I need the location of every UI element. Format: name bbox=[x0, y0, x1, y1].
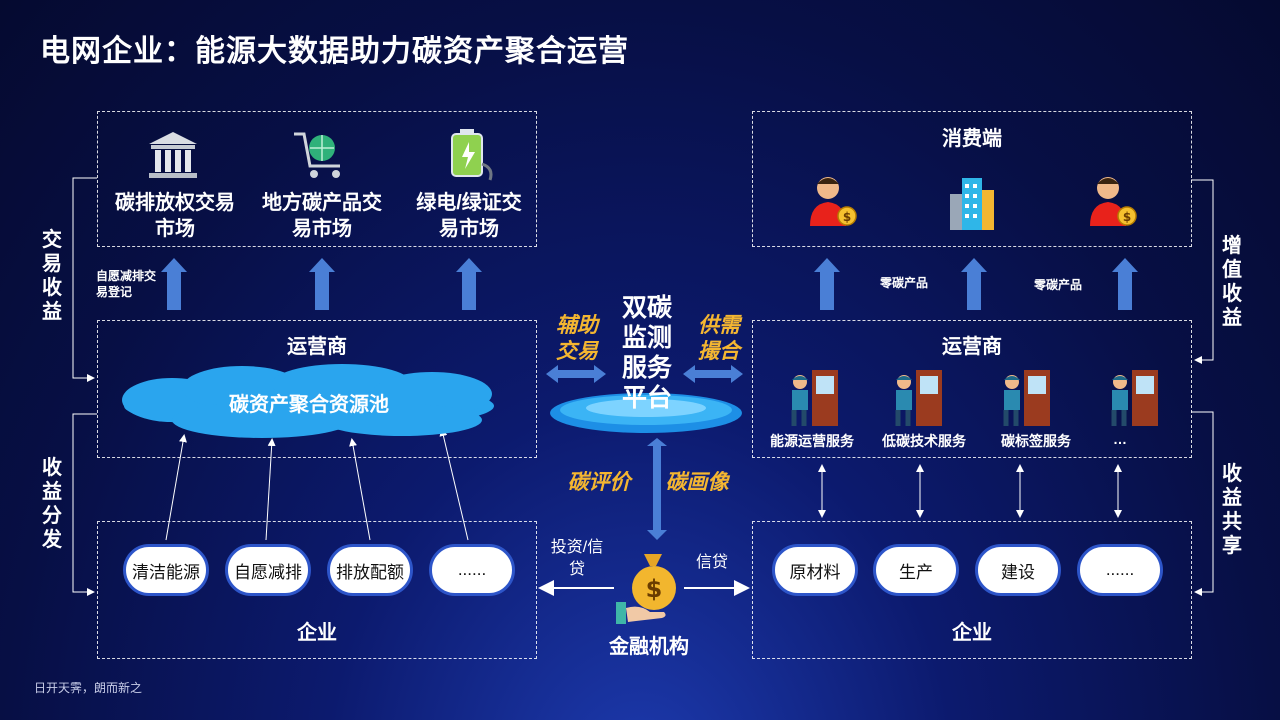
bank-icon bbox=[149, 132, 197, 178]
right-enterprise-title: 企业 bbox=[952, 622, 992, 644]
svg-text:$: $ bbox=[646, 575, 663, 603]
right-consumer-box bbox=[752, 111, 1192, 247]
platform-title: 双碳监测服务平台 bbox=[621, 294, 672, 412]
credit-label: 信贷 bbox=[695, 554, 728, 571]
assist-trade-label: 辅助交易 bbox=[556, 314, 598, 363]
resource-pool-label: 碳资产聚合资源池 bbox=[229, 394, 389, 416]
right-operator-title: 运营商 bbox=[942, 336, 1002, 358]
item-emission-quota: 排放配额 bbox=[327, 544, 413, 596]
resource-pool-cloud bbox=[122, 364, 494, 438]
footer-slogan: 日开天霁，朗而新之 bbox=[34, 681, 143, 695]
side-label-value-added-revenue: 增值收益 bbox=[1222, 235, 1242, 329]
item-more-left: ...... bbox=[429, 544, 515, 596]
right-operator-box bbox=[752, 320, 1192, 458]
market-label-green-power: 绿电/绿证交易市场 bbox=[416, 192, 522, 240]
item-production: 生产 bbox=[873, 544, 959, 596]
person-coin-icon: $ bbox=[1090, 177, 1137, 226]
item-raw-materials: 原材料 bbox=[772, 544, 858, 596]
side-label-trade-revenue: 交易收益 bbox=[42, 229, 62, 323]
service-low-carbon-tech: 低碳技术服务 bbox=[882, 433, 966, 449]
service-carbon-label: 碳标签服务 bbox=[1001, 433, 1071, 449]
carbon-evaluation-label: 碳评价 bbox=[567, 471, 631, 494]
money-bag-hand-icon: $ bbox=[616, 554, 676, 624]
shopping-cart-globe-icon bbox=[294, 132, 340, 178]
service-door-icon bbox=[1111, 370, 1158, 426]
person-coin-icon: $ bbox=[810, 177, 857, 226]
svg-text:$: $ bbox=[1123, 210, 1131, 224]
zero-carbon-note-1: 零碳产品 bbox=[880, 276, 929, 290]
left-operator-title: 运营商 bbox=[287, 336, 347, 358]
left-enterprise-title: 企业 bbox=[297, 622, 337, 644]
zero-carbon-note-2: 零碳产品 bbox=[1034, 278, 1083, 292]
market-label-local-carbon: 地方碳产品交易市场 bbox=[262, 192, 382, 240]
consumer-title: 消费端 bbox=[942, 128, 1002, 150]
svg-text:$: $ bbox=[843, 210, 851, 224]
finance-institution-label: 金融机构 bbox=[609, 636, 689, 658]
service-more: … bbox=[1113, 431, 1127, 447]
service-door-icon bbox=[1003, 370, 1050, 426]
green-battery-plug-icon bbox=[451, 129, 493, 181]
platform-disc bbox=[550, 393, 742, 433]
carbon-profile-label: 碳画像 bbox=[665, 471, 729, 494]
service-energy-operation: 能源运营服务 bbox=[770, 433, 854, 449]
market-label-carbon-emission: 碳排放权交易市场 bbox=[115, 192, 235, 240]
supply-demand-label: 供需撮合 bbox=[698, 314, 740, 363]
side-label-revenue-sharing: 收益共享 bbox=[1222, 463, 1242, 557]
invest-credit-label: 投资/信贷 bbox=[550, 539, 604, 578]
left-enterprise-box bbox=[97, 521, 537, 659]
side-label-revenue-distribution: 收益分发 bbox=[42, 457, 62, 551]
left-operator-box bbox=[97, 320, 537, 458]
item-voluntary-reduction: 自愿减排 bbox=[225, 544, 311, 596]
left-markets-box bbox=[97, 111, 537, 247]
item-construction: 建设 bbox=[975, 544, 1061, 596]
building-icon bbox=[950, 178, 994, 230]
page-title: 电网企业：能源大数据助力碳资产聚合运营 bbox=[40, 35, 629, 68]
voluntary-reduction-note: 自愿减排交易登记 bbox=[96, 269, 157, 299]
item-clean-energy: 清洁能源 bbox=[123, 544, 209, 596]
item-more-right: ...... bbox=[1077, 544, 1163, 596]
right-enterprise-box bbox=[752, 521, 1192, 659]
service-door-icon bbox=[895, 370, 942, 426]
service-door-icon bbox=[791, 370, 838, 426]
